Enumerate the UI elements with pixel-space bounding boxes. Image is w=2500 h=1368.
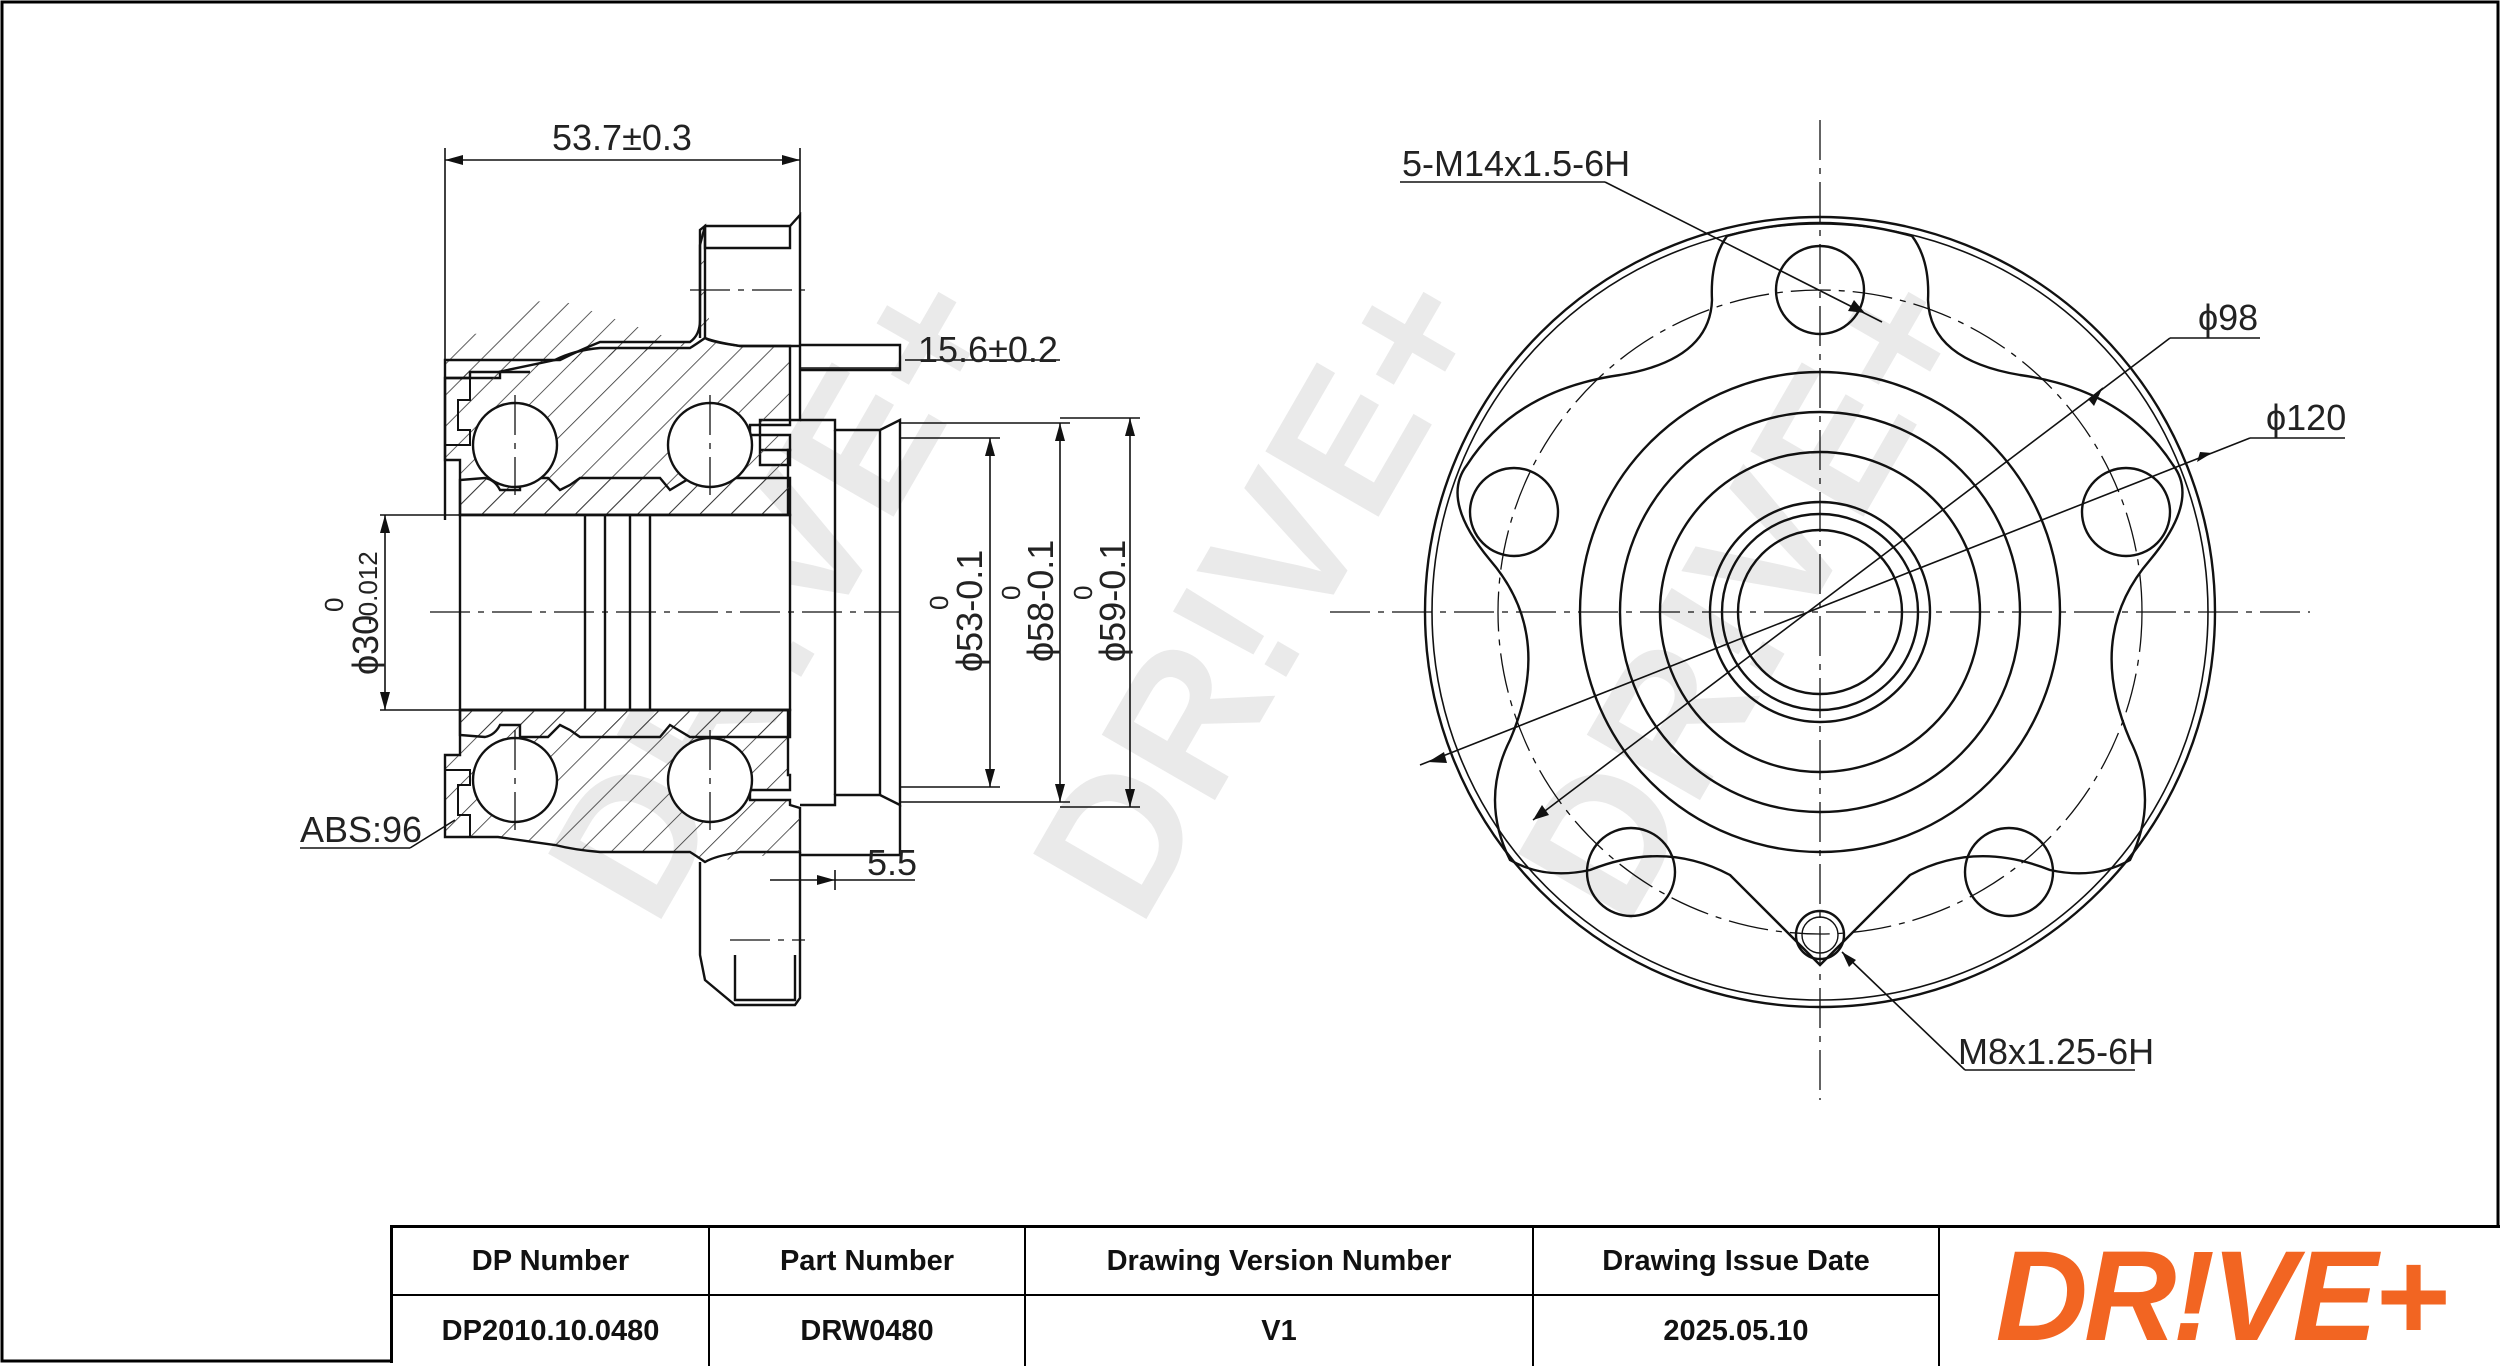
- lug-hole-lower-left: [1585, 826, 1677, 918]
- inner-ring-lower: [458, 708, 792, 739]
- hub-flange-cap-lower: [733, 955, 797, 1002]
- dim-flange-offset: 15.6±0.2: [918, 329, 1058, 370]
- header-issue-date: Drawing Issue Date: [1534, 1228, 1940, 1296]
- hub-body-upper: [445, 245, 712, 380]
- hub-flange-cap-upper: [703, 226, 792, 250]
- dim-d58: ϕ58-0.1: [1020, 540, 1061, 662]
- lug-hole-right: [2080, 466, 2172, 558]
- center-lines-section: [430, 289, 900, 941]
- header-dp-number: DP Number: [393, 1228, 710, 1296]
- dimension-text-section: 53.7±0.3 15.6±0.2 5.5 ABS:96 ϕ30 0 -0.01…: [300, 117, 1133, 883]
- hub-lower-flange-fill: [705, 805, 800, 862]
- dim-d59: ϕ59-0.1: [1092, 540, 1133, 662]
- dim-d59-tol-upper: 0: [1068, 586, 1098, 600]
- header-part-number: Part Number: [710, 1228, 1026, 1296]
- value-part-number: DRW0480: [710, 1296, 1026, 1366]
- pilot-lower: [800, 805, 902, 857]
- value-drawing-version: V1: [1026, 1296, 1534, 1366]
- dim-bolt-thread: 5-M14x1.5-6H: [1402, 143, 1630, 184]
- dim-pcd: ϕ98: [2198, 297, 2258, 338]
- hub-flange-lower: [698, 852, 802, 1007]
- dim-d53: ϕ53-0.1: [949, 550, 990, 672]
- dim-d53-tol-upper: 0: [924, 596, 954, 610]
- lug-hole-lower-right: [1963, 826, 2055, 918]
- header-drawing-version: Drawing Version Number: [1026, 1228, 1534, 1296]
- dim-bore-tol-upper: 0: [319, 598, 349, 612]
- dimension-lines-section: [300, 148, 1140, 890]
- dim-bore-tol-lower: -0.012: [353, 551, 383, 625]
- dim-d58-tol-upper: 0: [996, 586, 1026, 600]
- title-block: DP Number Part Number Drawing Version Nu…: [390, 1225, 2500, 1368]
- seal-lower: [445, 769, 471, 838]
- dimension-lines-front: [1400, 181, 2345, 1071]
- watermark-right: DR!VE+: [1477, 236, 2012, 950]
- arrowheads-section: [380, 155, 1135, 885]
- value-dp-number: DP2010.10.0480: [393, 1296, 710, 1366]
- dim-flange-thickness: 5.5: [867, 842, 917, 883]
- value-issue-date: 2025.05.10: [1534, 1296, 1940, 1366]
- dim-overall-width: 53.7±0.3: [552, 117, 692, 158]
- drive-logo: DR!VE+: [1940, 1225, 2500, 1368]
- flange-lobes: [1456, 221, 2184, 967]
- lug-hole-left: [1468, 466, 1560, 558]
- dim-abs: ABS:96: [300, 809, 422, 850]
- arrowheads-front: [1428, 300, 2212, 967]
- seal-upper: [445, 377, 471, 446]
- logo-text: DR!VE+: [1996, 1228, 2446, 1363]
- dim-small-thread: M8x1.25-6H: [1958, 1031, 2154, 1072]
- dimension-text-front: 5-M14x1.5-6H ϕ98 ϕ120 M8x1.25-6H: [1402, 143, 2346, 1072]
- dim-outer-diameter: ϕ120: [2266, 397, 2346, 438]
- hub-flange-upper: [698, 211, 802, 345]
- dim-bore: ϕ30: [345, 615, 386, 675]
